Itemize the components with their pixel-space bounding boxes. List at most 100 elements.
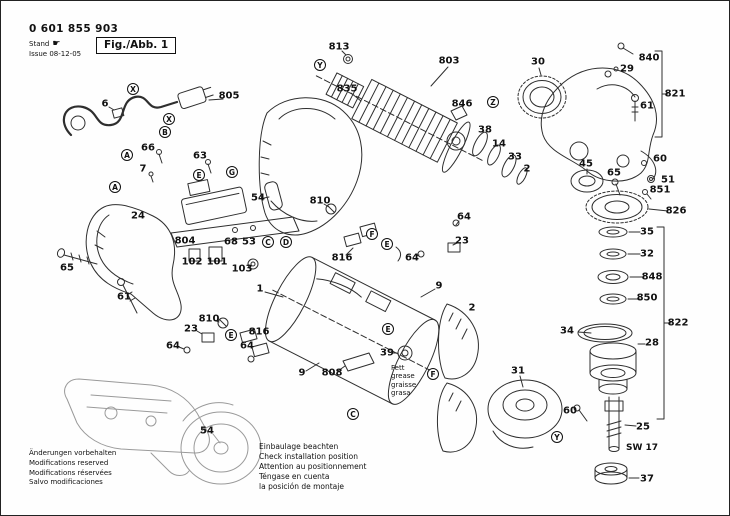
grease-note: Fett grease graisse grasa bbox=[391, 364, 416, 397]
part-callout-64: 64 bbox=[166, 340, 180, 352]
screw-65-part bbox=[56, 248, 98, 265]
connector-mark-C: C bbox=[262, 236, 274, 248]
part-callout-29: 29 bbox=[620, 63, 634, 75]
switch-assembly-part bbox=[148, 149, 300, 270]
part-callout-35: 35 bbox=[640, 226, 654, 238]
connector-mark-X: X bbox=[127, 83, 139, 95]
part-callout-840: 840 bbox=[638, 52, 660, 64]
part-callout-31: 31 bbox=[511, 365, 525, 377]
connector-mark-E: E bbox=[382, 323, 394, 335]
legal-note-line: Modifications reserved bbox=[29, 458, 109, 467]
part-callout-64: 64 bbox=[240, 340, 254, 352]
part-callout-826: 826 bbox=[665, 205, 687, 217]
part-callout-60: 60 bbox=[653, 153, 667, 165]
part-callout-64: 64 bbox=[457, 211, 471, 223]
grease-note-line: grasa bbox=[391, 388, 411, 397]
connector-mark-Z: Z bbox=[487, 96, 499, 108]
legal-note: Änderungen vorbehalten Modifications res… bbox=[29, 449, 116, 488]
part-callout-2: 2 bbox=[468, 302, 476, 314]
connector-mark-X: X bbox=[163, 113, 175, 125]
part-callout-66: 66 bbox=[141, 142, 155, 154]
legal-note-line: Modifications réservées bbox=[29, 468, 112, 477]
part-callout-60: 60 bbox=[563, 405, 577, 417]
clip-846-part bbox=[450, 105, 468, 121]
connector-mark-F: F bbox=[366, 228, 378, 240]
brush-holder-left-part bbox=[178, 317, 270, 363]
connector-mark-F: F bbox=[427, 368, 439, 380]
part-callout-37: 37 bbox=[640, 473, 654, 485]
gear-housing-part bbox=[540, 67, 657, 182]
gear-826-part bbox=[585, 190, 649, 224]
cover-shell-part bbox=[436, 303, 479, 453]
part-callout-65: 65 bbox=[60, 262, 74, 274]
connector-mark-E: E bbox=[381, 238, 393, 250]
part-callout-102: 102 bbox=[181, 256, 203, 268]
part-callout-2: 2 bbox=[523, 163, 531, 175]
armature-part bbox=[315, 50, 528, 185]
installation-note-line: Einbaulage beachten bbox=[259, 442, 339, 451]
part-callout-30: 30 bbox=[531, 56, 545, 68]
legal-note-line: Änderungen vorbehalten bbox=[29, 449, 117, 457]
part-callout-813: 813 bbox=[328, 41, 350, 53]
grease-note-line: Fett bbox=[391, 364, 405, 372]
part-callout-822: 822 bbox=[667, 317, 689, 329]
part-callout-51: 51 bbox=[661, 174, 675, 186]
motor-housing-cover-part bbox=[258, 97, 363, 236]
connector-mark-B: B bbox=[159, 126, 171, 138]
part-callout-846: 846 bbox=[451, 98, 473, 110]
part-callout-38: 38 bbox=[478, 124, 492, 136]
figure-label: Fig./Abb. 1 bbox=[96, 37, 177, 54]
part-callout-24: 24 bbox=[131, 210, 145, 222]
part-callout-64: 64 bbox=[405, 252, 419, 264]
part-callout-33: 33 bbox=[508, 151, 522, 163]
part-callout-810: 810 bbox=[198, 313, 220, 325]
connector-mark-D: D bbox=[280, 236, 292, 248]
part-callout-810: 810 bbox=[309, 195, 331, 207]
part-callout-68: 68 bbox=[224, 236, 238, 248]
issue-hand-icon: ☛ bbox=[52, 39, 61, 49]
ring-gear-part bbox=[517, 67, 567, 119]
connector-mark-C: C bbox=[347, 408, 359, 420]
bracket-822-part bbox=[656, 226, 672, 420]
part-callout-61: 61 bbox=[640, 100, 654, 112]
part-callout-808: 808 bbox=[321, 367, 343, 379]
part-callout-6: 6 bbox=[101, 98, 109, 110]
part-callout-7: 7 bbox=[139, 163, 147, 175]
part-callout-32: 32 bbox=[640, 248, 654, 260]
handle-housing-part bbox=[85, 204, 182, 321]
connector-mark-E: E bbox=[225, 329, 237, 341]
connector-mark-Y: Y bbox=[551, 431, 563, 443]
connector-mark-E: E bbox=[193, 169, 205, 181]
part-callout-54: 54 bbox=[200, 425, 214, 437]
part-callout-821: 821 bbox=[664, 88, 686, 100]
connector-mark-A: A bbox=[121, 149, 133, 161]
part-callout-25: 25 bbox=[636, 421, 650, 433]
part-callout-803: 803 bbox=[438, 55, 460, 67]
connector-mark-A: A bbox=[109, 181, 121, 193]
grease-note-line: graisse bbox=[391, 380, 417, 389]
stand-label: Stand bbox=[29, 40, 50, 48]
cord-plug-part bbox=[62, 86, 224, 137]
legal-note-line: Salvo modificaciones bbox=[29, 478, 103, 487]
brush-holder-right-part bbox=[323, 203, 461, 262]
issue-label: Issue bbox=[29, 50, 48, 59]
installation-note: Einbaulage beachten Check installation p… bbox=[259, 442, 366, 491]
part-callout-816: 816 bbox=[331, 252, 353, 264]
assembled-tool-ghost bbox=[64, 378, 262, 485]
part-callout-848: 848 bbox=[641, 271, 663, 283]
grease-note-line: grease bbox=[391, 372, 415, 381]
part-callout-1: 1 bbox=[256, 283, 264, 295]
installation-note-line: Check installation position bbox=[259, 451, 358, 461]
part-callout-53: 53 bbox=[242, 236, 256, 248]
bracket-821-part bbox=[654, 50, 669, 138]
part-callout-804: 804 bbox=[174, 235, 196, 247]
part-callout-61: 61 bbox=[117, 291, 131, 303]
installation-note-line: la posición de montaje bbox=[259, 481, 344, 491]
part-callout-54: 54 bbox=[251, 192, 265, 204]
part-callout-63: 63 bbox=[193, 150, 207, 162]
part-callout-816: 816 bbox=[248, 326, 270, 338]
part-callout-39: 39 bbox=[380, 347, 394, 359]
part-callout-65: 65 bbox=[607, 167, 621, 179]
